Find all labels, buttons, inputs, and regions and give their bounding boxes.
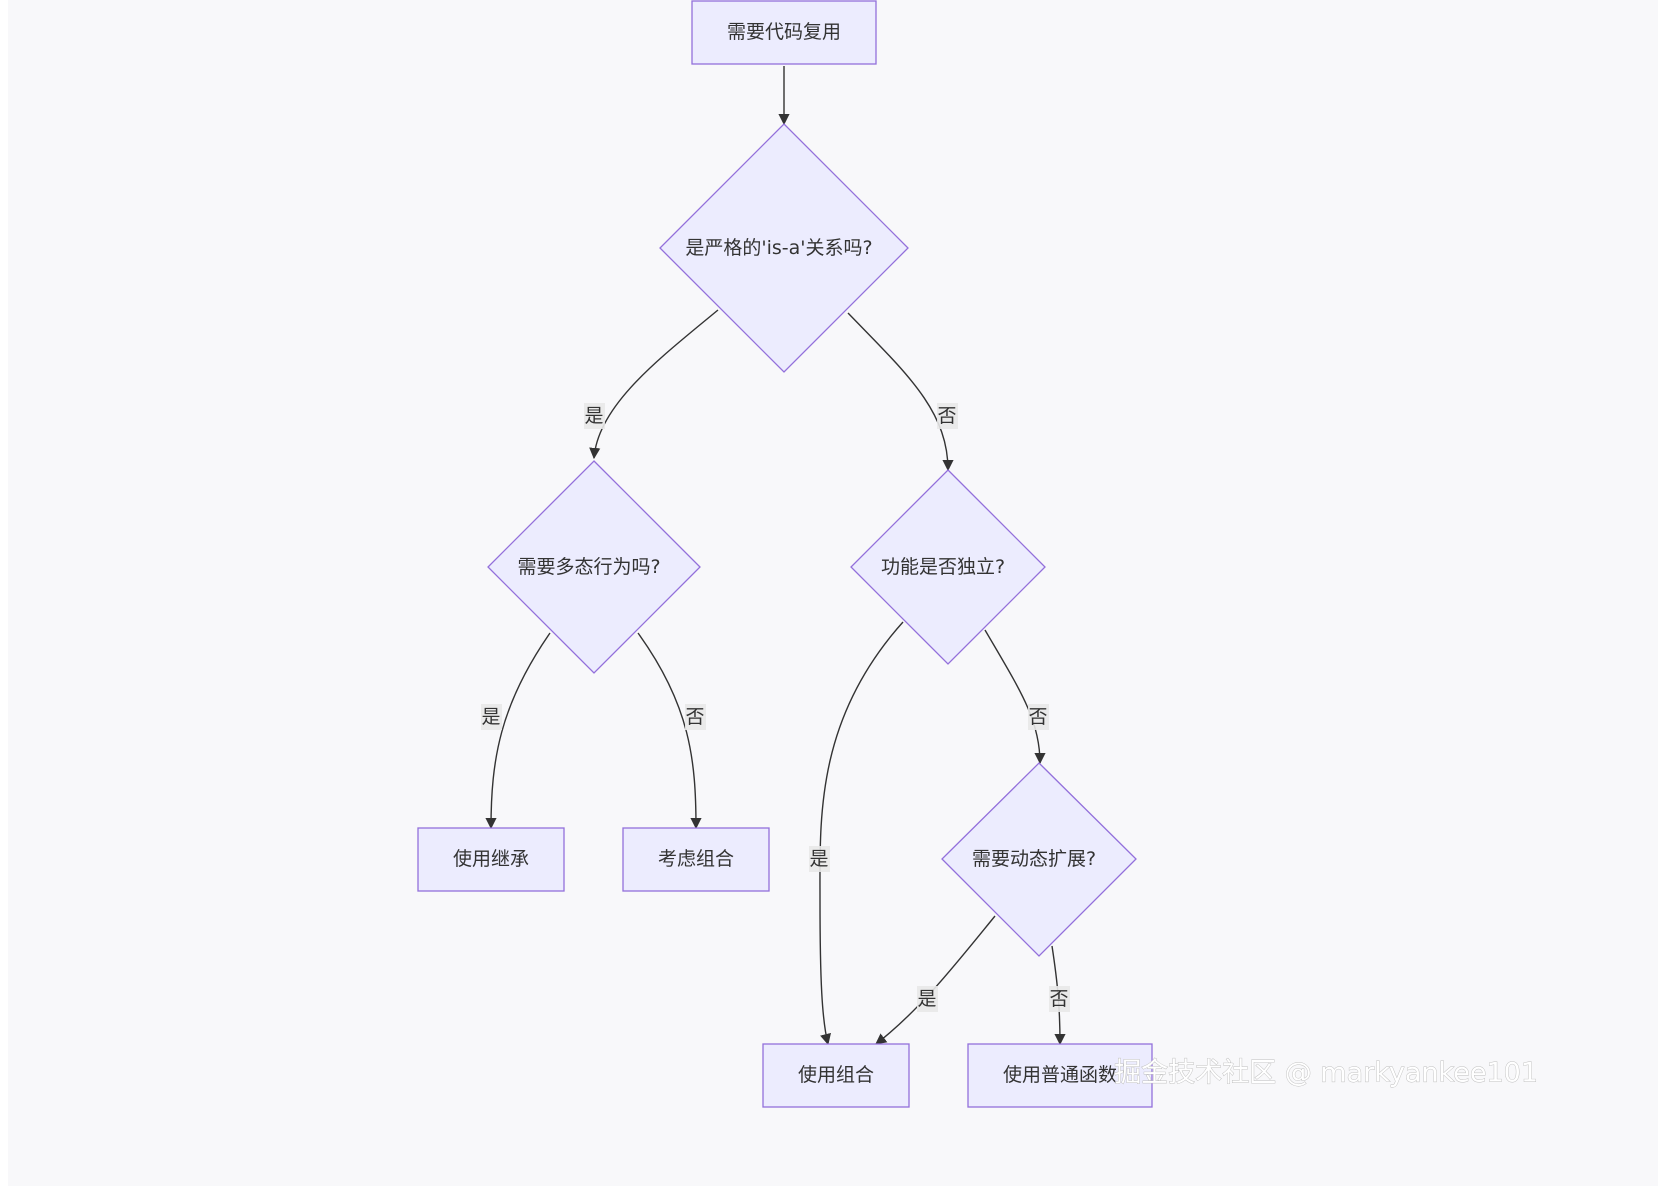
edge-label-indep-yes: 是 (809, 848, 828, 870)
decision-is-a: 是严格的'is-a'关系吗? (659, 123, 909, 373)
edge-dyn-yes (875, 915, 996, 1045)
flowchart-canvas: 需要代码复用 是严格的'is-a'关系吗? 需要多态行为吗? 功能是否独立? 使… (8, 0, 1658, 1186)
edge-is-a-yes (589, 309, 719, 460)
edge-label-is-a-no: 否 (937, 405, 956, 427)
decision-independent-label: 功能是否独立? (881, 556, 1005, 578)
watermark-text: 掘金技术社区 @ markyankee101 (1114, 1058, 1538, 1089)
edge-indep-no (984, 629, 1046, 765)
edge-label-poly-no: 否 (685, 706, 704, 728)
edge-label-poly-yes: 是 (481, 706, 500, 728)
node-start-label: 需要代码复用 (727, 21, 841, 43)
edge-label-is-a-yes: 是 (584, 405, 603, 427)
node-start: 需要代码复用 (691, 0, 877, 65)
node-consider-composition: 考虑组合 (622, 827, 770, 892)
node-use-composition: 使用组合 (762, 1043, 910, 1108)
edge-labels: 是 否 是 否 是 否 是 否 (481, 403, 1070, 1012)
edge-poly-no (637, 632, 702, 830)
decision-independent: 功能是否独立? (850, 469, 1046, 665)
node-use-inheritance: 使用继承 (417, 827, 565, 892)
decision-dynamic-extension: 需要动态扩展? (941, 762, 1137, 957)
decision-is-a-label: 是严格的'is-a'关系吗? (685, 237, 872, 259)
decision-dynamic-extension-label: 需要动态扩展? (972, 848, 1096, 870)
decision-polymorphism-label: 需要多态行为吗? (517, 556, 660, 578)
edges (485, 66, 1066, 1046)
node-use-function: 使用普通函数 (967, 1043, 1153, 1108)
edge-label-dyn-yes: 是 (917, 988, 936, 1010)
node-consider-composition-label: 考虑组合 (658, 848, 734, 870)
edge-is-a-no (847, 312, 954, 472)
node-use-inheritance-label: 使用继承 (453, 848, 529, 870)
flowchart-svg: 需要代码复用 是严格的'is-a'关系吗? 需要多态行为吗? 功能是否独立? 使… (417, 0, 1538, 1108)
edge-poly-yes (485, 632, 551, 830)
decision-polymorphism: 需要多态行为吗? (487, 460, 701, 674)
edge-label-indep-no: 否 (1028, 706, 1047, 728)
node-use-composition-label: 使用组合 (798, 1064, 874, 1086)
edge-indep-yes (819, 621, 904, 1046)
node-use-function-label: 使用普通函数 (1003, 1064, 1117, 1086)
edge-label-dyn-no: 否 (1049, 988, 1068, 1010)
